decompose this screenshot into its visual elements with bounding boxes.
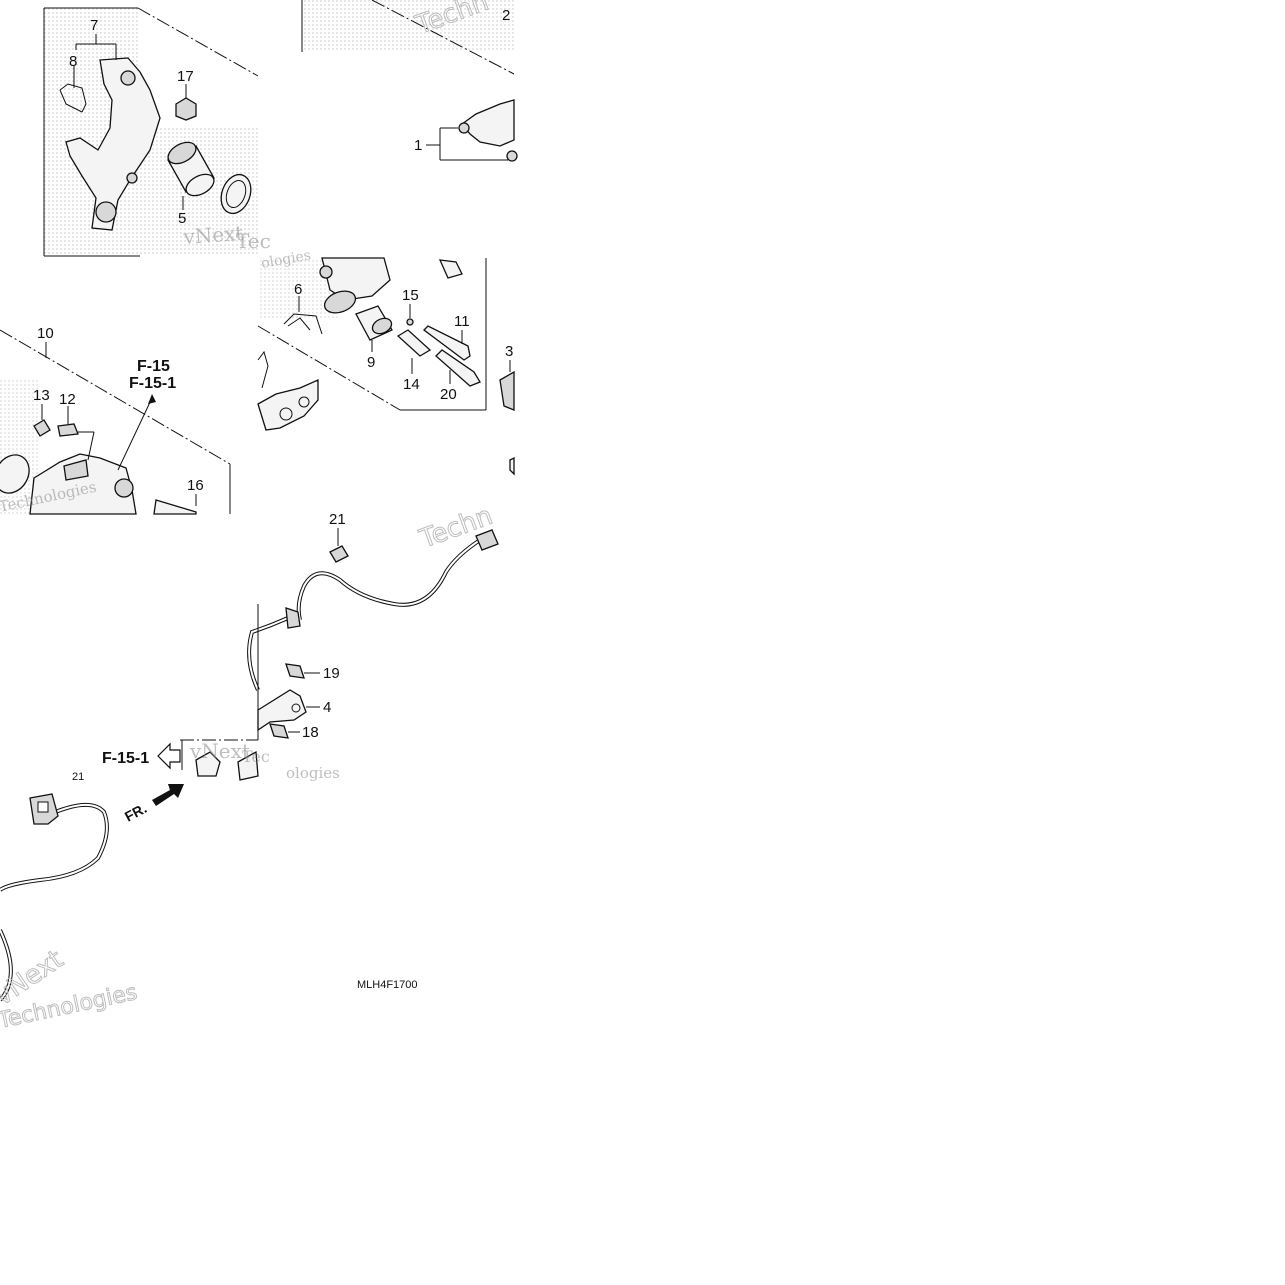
bleeder-screw [33, 419, 51, 437]
tile-wheel-sensor [0, 739, 259, 1002]
callout-3[interactable]: 3 [505, 343, 513, 360]
callout-13[interactable]: 13 [33, 387, 50, 404]
sensor-bracket [257, 689, 307, 732]
callout-12[interactable]: 12 [59, 391, 76, 408]
callout-21-lower[interactable]: 21 [72, 771, 84, 783]
brake-pad [257, 378, 319, 431]
bolt-18 [269, 723, 289, 739]
callout-10[interactable]: 10 [37, 325, 54, 342]
callout-5[interactable]: 5 [178, 210, 186, 227]
callout-4[interactable]: 4 [323, 699, 331, 716]
watermark-ologies-2: ologies [286, 764, 340, 782]
caliper-bolt [435, 349, 481, 387]
watermark-tec-1: Tec [236, 229, 271, 253]
tile-pins [257, 257, 515, 476]
tile-brake-pads [301, 0, 518, 162]
brake-hose [296, 538, 482, 621]
callout-16[interactable]: 16 [187, 477, 204, 494]
callouts: 7 8 17 5 2 1 6 15 11 9 14 20 3 10 13 12 … [33, 7, 513, 783]
callout-15[interactable]: 15 [402, 287, 419, 304]
watermark-vnext-1: vNext [182, 221, 244, 249]
callout-2[interactable]: 2 [502, 7, 510, 24]
ref-f15-1-left[interactable]: F-15-1 [102, 750, 149, 767]
piston [167, 141, 215, 197]
callout-6[interactable]: 6 [294, 281, 302, 298]
pad-clip [59, 83, 87, 113]
watermark-vnext-2: vNext [189, 739, 250, 763]
callout-21-upper[interactable]: 21 [329, 511, 346, 528]
watermark-tec-2: Tec [242, 747, 270, 766]
bolt-19 [285, 663, 305, 679]
front-direction-label: FR. [122, 800, 149, 825]
hose-clamp [329, 545, 349, 563]
reference-arrow-left [157, 742, 181, 770]
callout-14[interactable]: 14 [403, 376, 420, 393]
caliper-bracket [65, 57, 161, 231]
tile-sensor-hose [247, 528, 499, 740]
callout-18[interactable]: 18 [302, 724, 319, 741]
callout-20[interactable]: 20 [440, 386, 457, 403]
caliper-body [29, 453, 137, 515]
tile-caliper-body [0, 329, 231, 515]
slide-pin-long [423, 325, 471, 361]
callout-17[interactable]: 17 [177, 68, 194, 85]
front-direction-arrow[interactable] [152, 784, 184, 806]
callout-11[interactable]: 11 [454, 313, 470, 330]
callout-8[interactable]: 8 [69, 53, 77, 70]
slide-pin [153, 499, 197, 515]
section-references: F-15 F-15-1 F-15-1 FR. MLH4F1700 [102, 358, 418, 991]
ref-f15[interactable]: F-15 [137, 358, 170, 375]
bleeder-valve [57, 423, 79, 437]
callout-9[interactable]: 9 [367, 354, 375, 371]
callout-19[interactable]: 19 [323, 665, 340, 682]
brake-pad-set [461, 99, 515, 147]
ref-f15-1-upper[interactable]: F-15-1 [129, 375, 176, 392]
sleeve [396, 329, 432, 357]
pad-spring [283, 313, 323, 335]
callout-7[interactable]: 7 [90, 17, 98, 34]
drawing-code: MLH4F1700 [357, 979, 418, 991]
callout-1[interactable]: 1 [414, 137, 422, 154]
tile-caliper-bracket [43, 7, 259, 257]
piston-seal [220, 173, 252, 215]
